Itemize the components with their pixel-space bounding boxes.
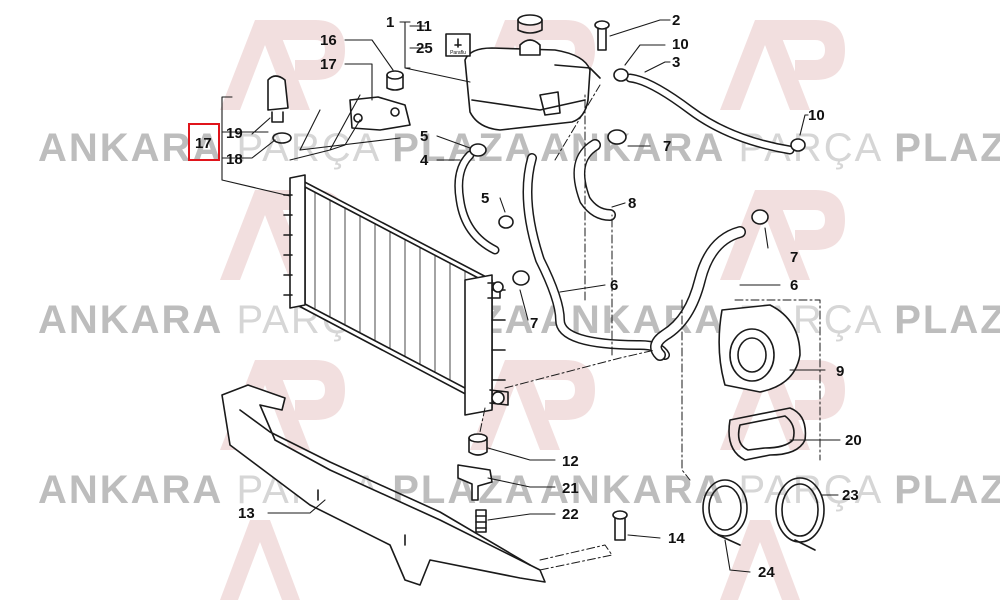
clamp-5a: [469, 143, 487, 157]
ap-logo-mark: [720, 20, 845, 110]
ap-logo-mark: [220, 520, 300, 600]
callout-5-top[interactable]: 5: [420, 128, 429, 145]
callout-2[interactable]: 2: [672, 12, 681, 29]
screw-22: [475, 509, 487, 533]
rubber-mount-15: [386, 70, 404, 91]
callout-4[interactable]: 4: [420, 152, 429, 169]
callout-9[interactable]: 9: [836, 363, 845, 380]
ap-logo-mark: [470, 360, 595, 450]
callout-7-top[interactable]: 7: [663, 138, 672, 155]
cover-9: [718, 304, 801, 393]
callout-16[interactable]: 17: [320, 56, 337, 73]
hose-4: [454, 150, 500, 255]
selected-part-highlight: [188, 123, 220, 161]
callout-17[interactable]: 17: [195, 135, 212, 152]
rubber-mount-13: [468, 433, 488, 456]
tank-cap: [517, 14, 543, 34]
hose-3: [625, 73, 795, 155]
callout-6-center[interactable]: 6: [610, 277, 619, 294]
callout-25[interactable]: 25: [416, 40, 433, 57]
paraflu-icon: [445, 33, 471, 57]
callout-15[interactable]: 16: [320, 32, 337, 49]
expansion-tank: [464, 39, 601, 131]
leader-lines: [221, 19, 841, 573]
callout-10-top[interactable]: 10: [672, 36, 689, 53]
bracket-16: [349, 96, 411, 131]
bracket-21: [457, 464, 493, 501]
callout-13[interactable]: 12: [562, 453, 579, 470]
clamp-7c: [512, 270, 530, 286]
callout-6-right[interactable]: 6: [790, 277, 799, 294]
clamp-24: [702, 479, 748, 546]
clamp-7b: [751, 209, 769, 225]
clamp-7a: [607, 129, 627, 145]
clamp-10b: [790, 138, 806, 152]
callout-11[interactable]: 11: [416, 18, 432, 35]
assembly-lines: [479, 84, 821, 571]
radiator: [283, 174, 509, 416]
callout-7-center[interactable]: 7: [530, 315, 539, 332]
ap-logo-mark: [720, 360, 845, 450]
ap-logo-mark: [720, 520, 800, 600]
callout-19[interactable]: 19: [226, 125, 243, 142]
callout-18[interactable]: 18: [226, 151, 243, 168]
callout-24[interactable]: 24: [758, 564, 775, 581]
crossmember-12: [221, 384, 546, 586]
callout-22[interactable]: 22: [562, 506, 579, 523]
callout-10-right[interactable]: 10: [808, 107, 825, 124]
clamp-5b: [498, 215, 514, 229]
drain-plug-19: [267, 75, 289, 123]
screw-14: [612, 510, 628, 541]
callout-23[interactable]: 23: [842, 487, 859, 504]
hose-6a: [522, 153, 670, 360]
callout-7-right[interactable]: 7: [790, 249, 799, 266]
paraflu-icon-label: Paraflu: [450, 50, 466, 56]
callout-14[interactable]: 14: [668, 530, 685, 547]
ap-logo-mark: [720, 190, 845, 280]
hose-6b: [650, 226, 746, 361]
screw-2: [594, 20, 610, 51]
callout-8[interactable]: 8: [628, 195, 637, 212]
seal-20: [728, 407, 807, 461]
clamp-23: [775, 477, 825, 551]
o-ring-18: [272, 132, 292, 144]
callout-20[interactable]: 20: [845, 432, 862, 449]
callout-5-mid[interactable]: 5: [481, 190, 490, 207]
callout-12[interactable]: 13: [238, 505, 255, 522]
ap-logo-mark: [220, 20, 345, 110]
callout-1[interactable]: 1: [386, 14, 395, 31]
clamp-10a: [613, 68, 629, 82]
hose-8: [573, 139, 616, 221]
callout-3[interactable]: 3: [672, 54, 681, 71]
callout-21[interactable]: 21: [562, 480, 579, 497]
